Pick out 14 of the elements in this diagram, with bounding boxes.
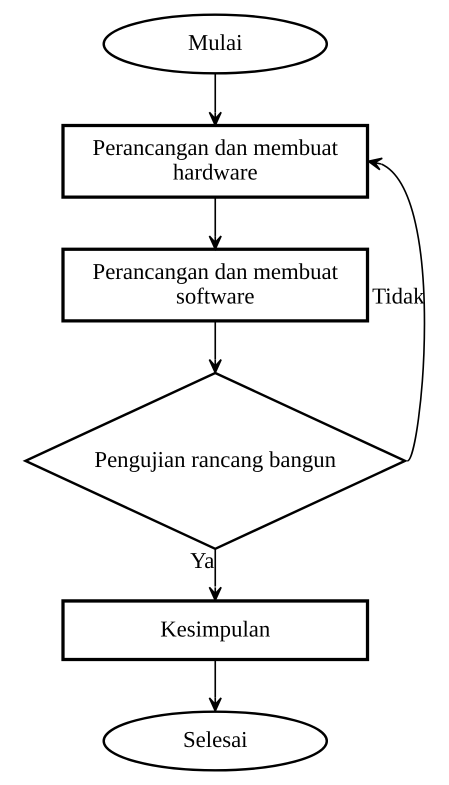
- edge-label: Ya: [190, 548, 214, 574]
- node-diamond: Pengujian rancang bangun: [22, 372, 408, 550]
- node-ellipse: Mulai: [102, 14, 328, 75]
- node-box: Perancangan dan membuat hardware: [60, 124, 369, 199]
- arrow: [208, 197, 222, 250]
- arrow: [208, 74, 222, 126]
- node-box: Perancangan dan membuat software: [60, 248, 369, 322]
- edge-label: Tidak: [372, 284, 424, 309]
- arrow: [367, 157, 425, 462]
- node-ellipse: Selesai: [102, 710, 328, 772]
- arrow: [208, 321, 222, 374]
- arrow: [208, 548, 222, 602]
- node-box: Kesimpulan: [60, 599, 369, 662]
- arrow: [208, 660, 222, 712]
